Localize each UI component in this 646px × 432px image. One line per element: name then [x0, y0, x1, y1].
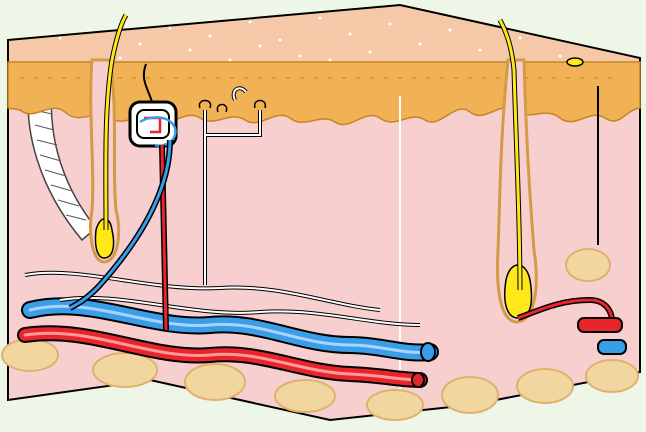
artery-cut-end: [412, 373, 424, 387]
fat-lobule: [185, 364, 245, 400]
fat-lobule: [93, 353, 157, 387]
fat-lobule: [586, 360, 638, 392]
vein-cut-right: [598, 340, 626, 354]
fat-lobule: [566, 249, 610, 281]
fat-lobule: [2, 339, 58, 371]
fat-lobule: [442, 377, 498, 413]
fat-lobule: [275, 380, 335, 412]
artery-cut-right: [578, 318, 622, 332]
fat-lobule: [517, 369, 573, 403]
sweat-gland-coil: [130, 102, 176, 146]
pore-opening: [567, 58, 583, 66]
fat-lobule: [367, 390, 423, 420]
vein-cut-end: [421, 343, 435, 361]
